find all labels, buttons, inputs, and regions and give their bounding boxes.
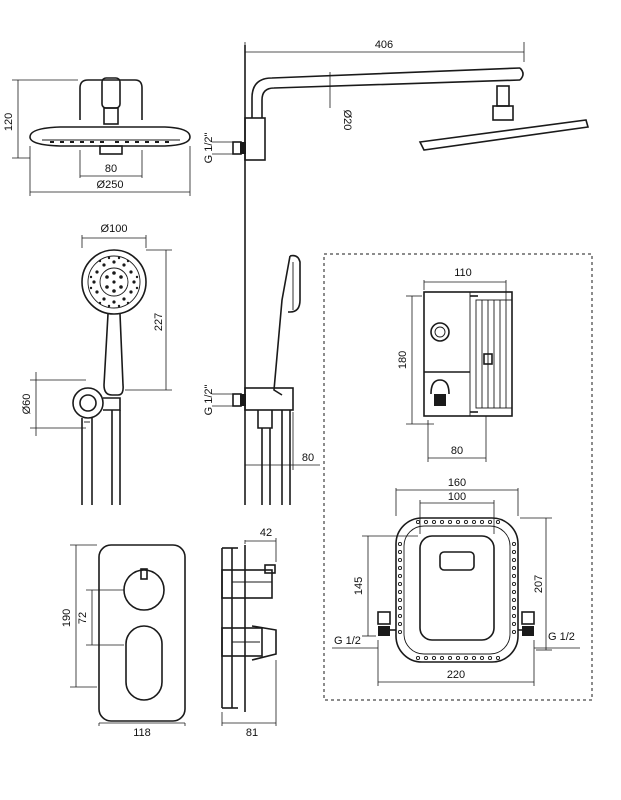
concealed-unit-frame <box>323 253 593 701</box>
dim-80-box: 80 <box>427 416 487 462</box>
dim-80-head: 80 <box>79 150 143 178</box>
dim-145-label: 145 <box>353 577 365 595</box>
dim-72-label: 72 <box>77 612 89 624</box>
mixer-side-view <box>221 545 277 712</box>
dim-190: 190 <box>61 544 97 688</box>
dim-120: 120 <box>3 79 78 159</box>
shower-head-top-view <box>29 77 191 155</box>
dim-g12-mid-label: G 1/2" <box>203 385 215 416</box>
dim-42: 42 <box>244 527 277 562</box>
dim-100-hand-label: Ø100 <box>101 223 128 235</box>
dim-100-box-label: 100 <box>448 491 466 503</box>
dim-g12-right: G 1/2 <box>534 631 580 649</box>
dim-g12-top: G 1/2" <box>203 133 240 164</box>
dim-72: 72 <box>77 589 124 646</box>
dim-81-label: 81 <box>246 727 258 739</box>
dim-80-head-label: 80 <box>105 163 117 175</box>
dim-160: 160 <box>395 477 519 516</box>
concealed-box-front-view <box>377 517 535 663</box>
dim-20: Ø20 <box>329 72 353 131</box>
dim-118-label: 118 <box>133 727 151 739</box>
dim-80-box-label: 80 <box>451 445 463 457</box>
dim-120-label: 120 <box>3 113 15 131</box>
dim-406: 406 <box>244 39 525 62</box>
dim-81: 81 <box>221 660 277 739</box>
dim-100-hand: Ø100 <box>81 223 147 248</box>
dim-g12-top-label: G 1/2" <box>203 133 215 164</box>
dim-20-label: Ø20 <box>341 110 353 131</box>
dim-110-label: 110 <box>454 267 472 279</box>
dim-220-label: 220 <box>447 669 465 681</box>
mixer-front-view <box>98 544 186 722</box>
dim-250: Ø250 <box>29 146 191 196</box>
dim-180-label: 180 <box>397 351 409 369</box>
dim-160-label: 160 <box>448 477 466 489</box>
dim-60-label: Ø60 <box>21 394 33 415</box>
dim-190-label: 190 <box>61 609 73 627</box>
dim-g12-left-label: G 1/2 <box>334 635 361 647</box>
dim-110: 110 <box>423 267 507 300</box>
dim-g12-mid: G 1/2" <box>203 385 240 416</box>
dim-80-mid: 80 <box>245 412 320 470</box>
concealed-box-side-view <box>423 291 513 417</box>
dim-g12-right-label: G 1/2 <box>548 631 575 643</box>
dim-207-label: 207 <box>533 575 545 593</box>
dim-80-mid-label: 80 <box>302 452 314 464</box>
hand-shower <box>72 249 147 505</box>
dim-227-label: 227 <box>153 313 165 331</box>
hand-shower-side-view <box>232 254 301 505</box>
dim-118: 118 <box>98 722 186 739</box>
shower-arm-side-view <box>232 67 590 161</box>
dim-207: 207 <box>520 517 552 651</box>
dim-227: 227 <box>125 249 172 391</box>
dim-220: 220 <box>377 640 535 686</box>
dim-g12-left: G 1/2 <box>332 635 378 649</box>
dim-60: Ø60 <box>21 372 86 436</box>
dim-145: 145 <box>353 535 418 637</box>
dim-100-box: 100 <box>419 491 495 534</box>
dim-250-label: Ø250 <box>97 179 124 191</box>
dim-42-label: 42 <box>260 527 272 539</box>
dim-180: 180 <box>397 295 434 425</box>
dim-406-label: 406 <box>375 39 393 51</box>
